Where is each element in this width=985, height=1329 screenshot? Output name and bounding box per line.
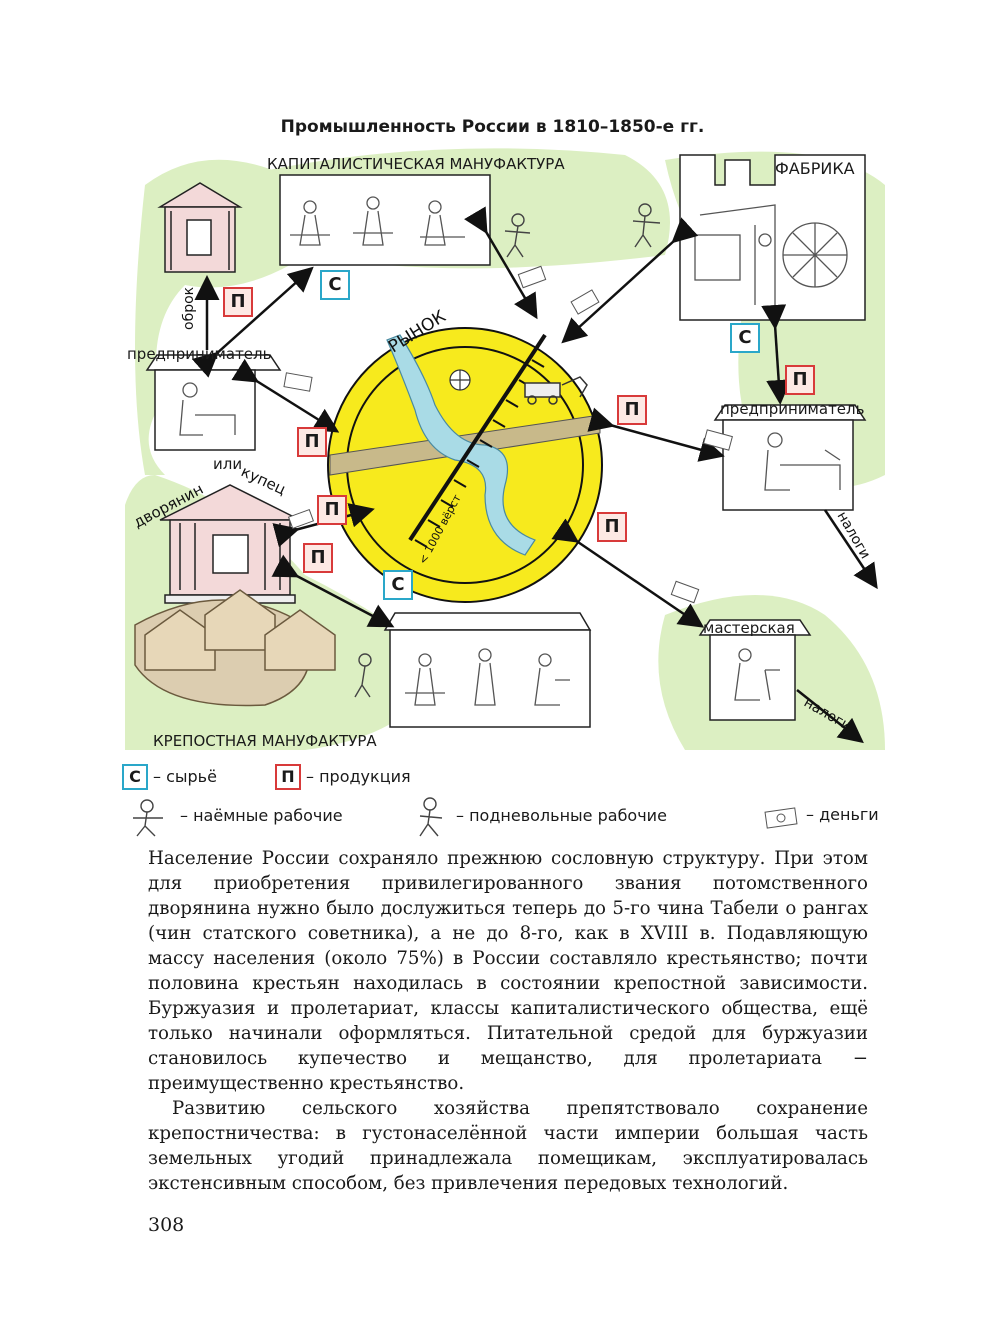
entrepreneur-right-label: предприниматель [720,400,865,418]
raw-badge: С [730,323,760,353]
workshop-box [709,634,796,721]
product-badge: П [223,287,253,317]
workshop-label: мастерская [703,619,795,637]
industry-diagram: РЫНОК < 1000 вёрст оброк дворянин купец … [125,145,885,750]
serf-manufactory-box [389,629,591,728]
raw-badge: С [320,270,350,300]
money-notes [283,265,733,604]
product-badge: П [317,495,347,525]
paragraph: Развитию сельского хозяйства препятствов… [148,1098,868,1194]
cart-sketch [524,376,588,405]
diagram-title: Промышленность России в 1810–1850-е гг. [280,117,705,137]
serf-manufactory-label: КРЕПОСТНАЯ МАНУФАКТУРА [153,732,377,750]
legend-product-text: – продукция [306,767,411,786]
product-badge: П [597,512,627,542]
legend-raw-symbol: С [122,764,148,790]
forced-worker-icon [419,797,443,837]
legend-raw-text: – сырьё [153,767,217,786]
entrepreneur-left-label: предприниматель [127,345,272,363]
body-text: Население России сохраняло прежнюю сосло… [148,846,868,1196]
entrepreneur-left-box [154,369,256,451]
river [386,334,536,556]
factory-label: ФАБРИКА [775,159,855,178]
product-badge: П [785,365,815,395]
railway [408,333,547,542]
diagram-graphics: РЫНОК < 1000 вёрст оброк дворянин купец … [125,148,885,750]
product-badge: П [297,427,327,457]
legend-product-symbol: П [275,764,301,790]
product-badge: П [303,543,333,573]
or-label: или [213,455,243,473]
paragraph: Население России сохраняло прежнюю сосло… [148,848,868,1094]
raw-badge: С [383,570,413,600]
legend-hired-text: – наёмные рабочие [180,806,343,825]
serf-huts [134,589,336,707]
money-icon [764,807,798,829]
hired-worker-icon [133,799,163,837]
legend-forced-text: – подневольные рабочие [456,806,667,825]
obrok-label: оброк [181,287,197,330]
worker-figures [354,203,661,698]
mill-sketch [449,369,471,391]
legend-money-text: – деньги [806,805,879,824]
house-topleft [157,182,243,273]
page-number: 308 [148,1214,185,1236]
cap-manufactory-box [279,174,491,266]
product-badge: П [617,395,647,425]
factory-box [679,154,866,321]
cap-manufactory-label: КАПИТАЛИСТИЧЕСКАЯ МАНУФАКТУРА [267,155,565,173]
